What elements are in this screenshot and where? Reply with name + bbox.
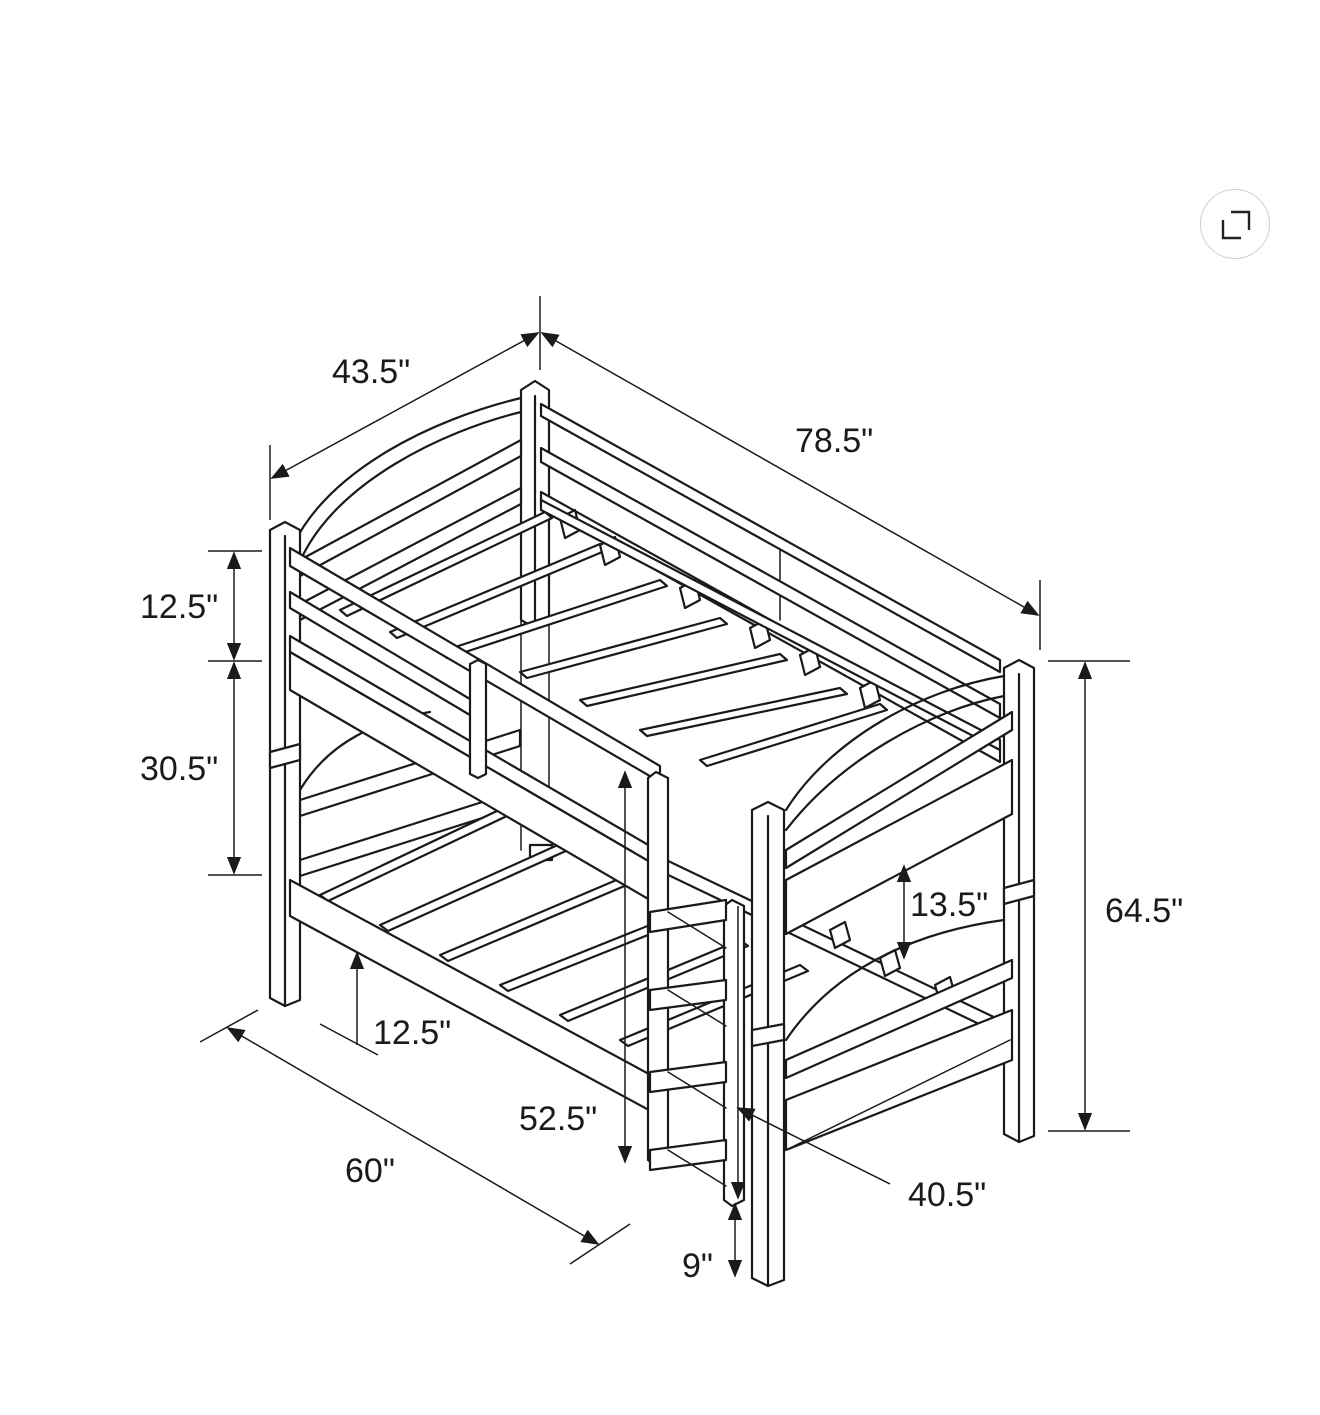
dim-overall-width: 43.5" [332, 353, 410, 391]
dim-ladder-gap: 9" [682, 1247, 713, 1285]
dim-footprint-width: 60" [345, 1152, 395, 1190]
expand-icon [1221, 210, 1251, 240]
dim-top-guardrail: 12.5" [140, 588, 218, 626]
dim-overall-length: 78.5" [795, 422, 873, 460]
dim-ladder-height: 52.5" [519, 1100, 597, 1138]
expand-button[interactable] [1200, 189, 1270, 259]
dim-ladder-length: 40.5" [908, 1176, 986, 1214]
dim-overall-height: 64.5" [1105, 892, 1183, 930]
dim-lower-post: 30.5" [140, 750, 218, 788]
dim-under-bed: 12.5" [373, 1014, 451, 1052]
ladder [646, 770, 746, 1208]
dimension-lines [199, 296, 1130, 1278]
dim-between-bunks: 13.5" [910, 886, 988, 924]
